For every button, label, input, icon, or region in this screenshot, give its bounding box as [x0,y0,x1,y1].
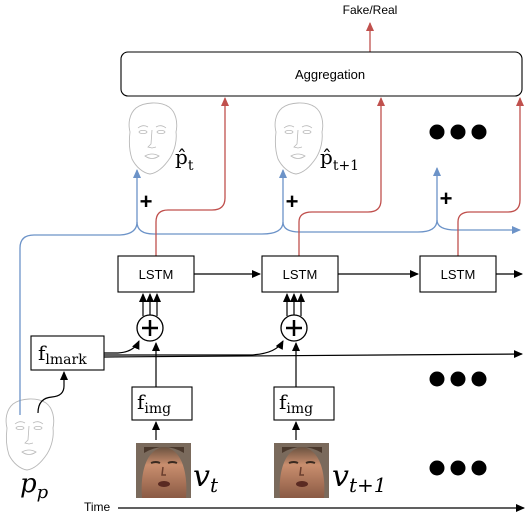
input-landmark-label: pp [20,469,49,503]
plus-sign: + [286,189,299,214]
frame-label-t: vt [193,459,219,497]
image-encoder-box-2 [273,386,335,421]
lstm-label: LSTM [139,267,174,282]
plus-sign: + [440,186,453,211]
lstm-box-1 [117,255,195,293]
pred-landmark-label-t: p̂t [175,145,194,174]
face-landmark-icon [5,398,55,471]
pred-landmark-label-t1: p̂t+1 [320,145,359,174]
landmark-encoder-box [30,335,105,371]
lstm-label: LSTM [283,267,318,282]
landmark-feature-flow [37,340,523,414]
aggregation-flow-lines [155,97,524,256]
oplus-to-lstm-arrows [139,293,305,316]
ellipsis-dots-icon [429,124,487,140]
landmark-flow-lines [19,167,521,415]
oplus-icon [280,314,308,342]
time-label: Time [84,500,111,514]
face-photo-icon [273,442,330,499]
aggregation-label: Aggregation [295,67,365,82]
ellipsis-dots-icon [429,460,487,476]
image-encoder-label: fimg [137,390,171,417]
output-label: Fake/Real [343,3,398,17]
lstm-box-2 [261,255,339,293]
oplus-icon [136,314,164,342]
plus-sign: + [140,189,153,214]
landmark-encoder-label: flmark [38,341,87,368]
frame-label-t1: vt+1 [332,459,386,497]
face-photo-icon [135,442,192,499]
image-encoder-label: fimg [279,390,313,417]
face-landmark-icon [274,102,324,175]
lstm-label: LSTM [441,267,476,282]
image-encoder-box-1 [131,386,193,421]
face-landmark-icon [128,102,178,175]
image-feature-arrows [152,342,300,440]
ellipsis-dots-icon [429,371,487,387]
aggregation-box [120,51,523,97]
